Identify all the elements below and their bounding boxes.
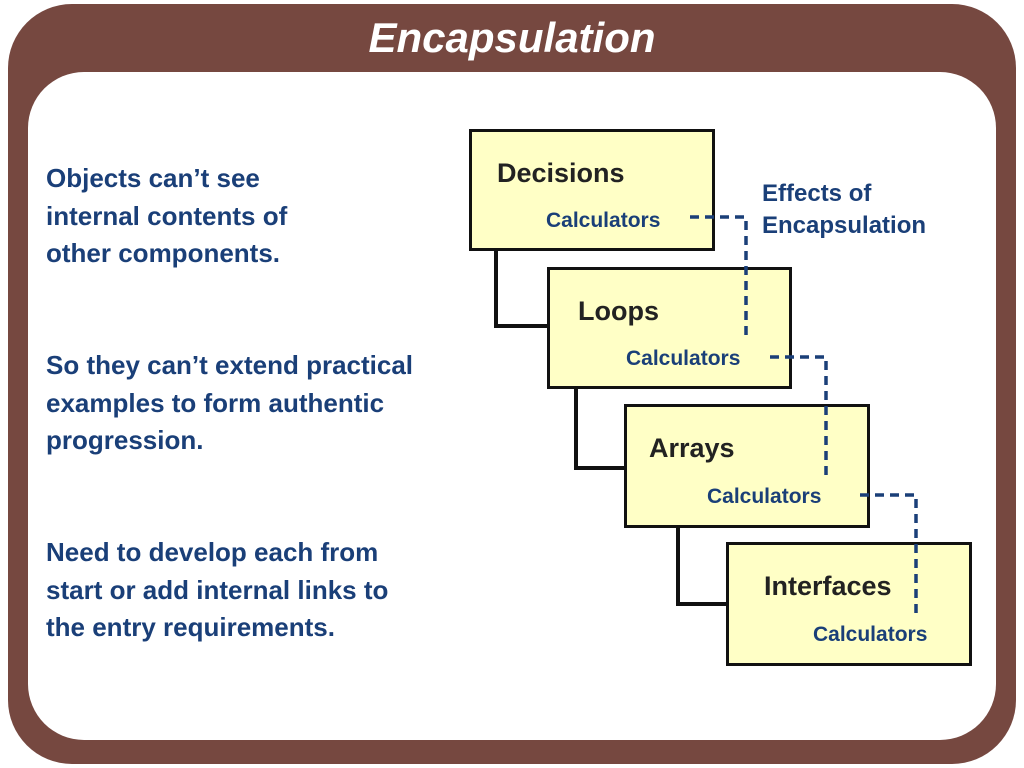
- bullet-text: Need to develop each from start or add i…: [46, 537, 389, 642]
- box-heading: Decisions: [497, 158, 625, 188]
- tree-connector: [494, 250, 554, 328]
- box-subtitle: Calculators: [707, 485, 822, 508]
- effects-label: Effects of Encapsulation: [762, 180, 927, 239]
- box-heading: Arrays: [649, 433, 735, 463]
- decisions-box: Decisions Calculators: [469, 129, 715, 251]
- arrays-box: Arrays Calculators: [624, 404, 870, 528]
- interfaces-box: Interfaces Calculators: [726, 542, 972, 666]
- box-heading: Interfaces: [764, 571, 892, 601]
- box-heading: Loops: [578, 296, 659, 326]
- box-subtitle: Calculators: [546, 209, 661, 232]
- tree-connector: [676, 526, 734, 606]
- slide-title: Encapsulation: [368, 14, 656, 61]
- loops-box: Loops Calculators: [547, 267, 792, 389]
- box-subtitle: Calculators: [813, 623, 928, 646]
- box-subtitle: Calculators: [626, 347, 741, 370]
- bullet-text: Objects can’t see internal contents of o…: [46, 163, 288, 268]
- tree-connector: [574, 388, 632, 470]
- bullet-text: So they can’t extend practical examples …: [46, 350, 414, 455]
